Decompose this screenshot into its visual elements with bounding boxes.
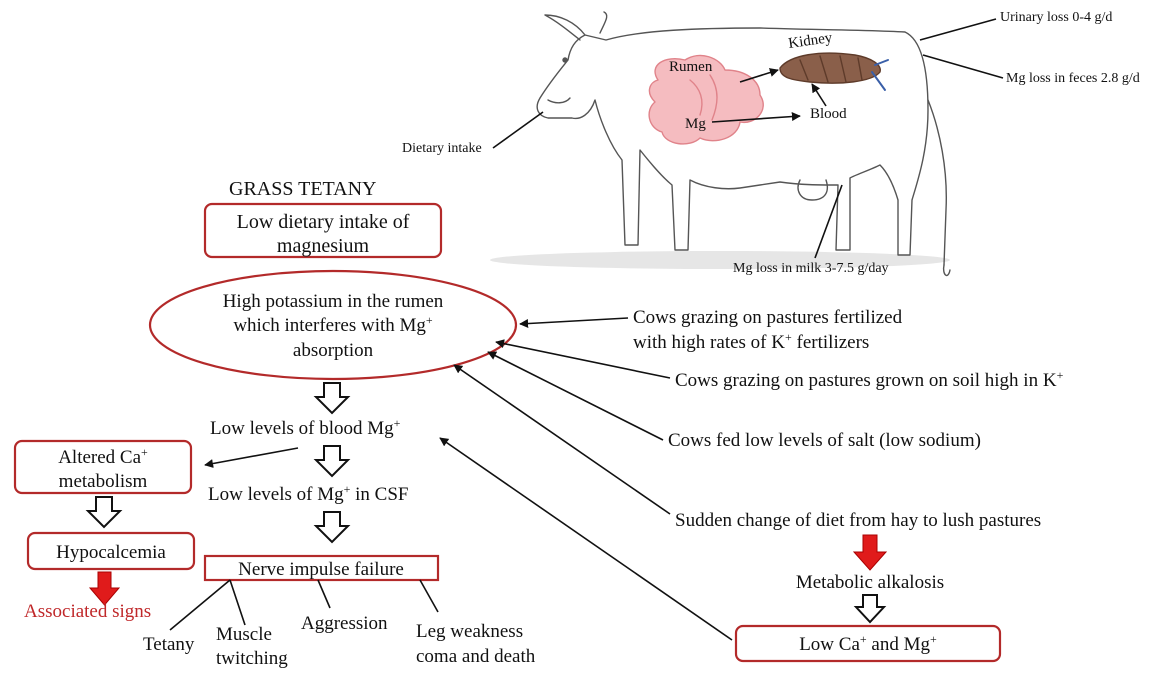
branch-tetany [169, 579, 231, 631]
blood-to-kidney-arrow [811, 83, 827, 107]
cause-fertilizer-line2: with high rates of K+ fertilizers [633, 330, 869, 353]
cause-soil-text: Cows grazing on pastures grown on soil h… [675, 368, 1064, 391]
red-arrow-left [88, 571, 121, 606]
high-k-line1: High potassium in the rumen [223, 291, 444, 312]
nerve-text: Nerve impulse failure [238, 559, 404, 580]
altered-ca-box [13, 439, 193, 495]
blood-label: Blood [810, 106, 847, 122]
low-dietary-line2: magnesium [277, 235, 370, 257]
hypocalcemia-box [26, 531, 196, 571]
hollow-arrow-2 [313, 445, 351, 478]
cause-fertilizer-line1: Cows grazing on pastures fertilized [633, 307, 903, 328]
low-ca-mg-box [734, 624, 1002, 663]
high-k-line2: which interferes with Mg+ [233, 313, 433, 336]
cow-illustration [490, 11, 951, 277]
mg-label: Mg [685, 116, 706, 132]
low-dietary-line1: Low dietary intake of [237, 211, 410, 233]
low-dietary-box [203, 202, 443, 259]
branch-muscle [229, 579, 246, 626]
red-arrow-right [852, 534, 888, 571]
milk-loss-label: Mg loss in milk 3-7.5 g/day [733, 261, 889, 276]
tetany-text: Tetany [143, 634, 195, 655]
rumen-label: Rumen [669, 59, 713, 75]
altered-line2: metabolism [59, 471, 148, 492]
rumen-to-kidney-arrow [739, 68, 779, 83]
blood-to-altered-arrow [204, 447, 299, 468]
urinary-loss-label: Urinary loss 0-4 g/d [1000, 10, 1112, 25]
associated-signs-text: Associated signs [24, 601, 151, 622]
cause-diet-text: Sudden change of diet from hay to lush p… [675, 510, 1041, 531]
leg-line1: Leg weakness [416, 621, 523, 642]
high-k-line3: absorption [293, 340, 374, 361]
soil-arrow [495, 339, 671, 379]
branch-aggression [317, 579, 331, 609]
salt-arrow [487, 351, 664, 441]
hollow-arrow-5 [853, 594, 887, 624]
hypocalcemia-text: Hypocalcemia [56, 542, 166, 563]
aggression-text: Aggression [301, 613, 388, 634]
low-blood-text: Low levels of blood Mg+ [210, 416, 401, 439]
cause-salt-text: Cows fed low levels of salt (low sodium) [668, 430, 981, 451]
mg-to-blood-arrow [711, 112, 801, 123]
hollow-arrow-4 [85, 496, 123, 529]
diet-arrow [453, 364, 671, 515]
dietary-intake-label: Dietary intake [402, 141, 482, 156]
altered-line1: Altered Ca+ [58, 445, 148, 468]
feces-loss-label: Mg loss in feces 2.8 g/d [1006, 71, 1140, 86]
hollow-arrow-3 [313, 511, 351, 544]
milk-leader [814, 184, 843, 259]
branch-leg [419, 579, 439, 613]
feces-leader [922, 54, 1004, 79]
hollow-arrow-1 [313, 382, 351, 415]
urinary-leader [919, 18, 997, 41]
high-potassium-ellipse [148, 269, 518, 381]
diagram-title: GRASS TETANY [229, 178, 377, 200]
kidney-label: Kidney [787, 30, 833, 52]
muscle-line2: twitching [216, 648, 288, 669]
metabolic-alkalosis-text: Metabolic alkalosis [796, 572, 944, 593]
leg-line2: coma and death [416, 646, 536, 667]
low-ca-mg-text: Low Ca+ and Mg+ [799, 632, 937, 655]
nerve-box [203, 554, 440, 582]
low-csf-text: Low levels of Mg+ in CSF [208, 482, 409, 505]
dietary-leader [492, 111, 544, 149]
muscle-line1: Muscle [216, 624, 272, 645]
fert-arrow [519, 317, 629, 329]
low-ca-mg-to-blood-arrow [439, 437, 733, 641]
